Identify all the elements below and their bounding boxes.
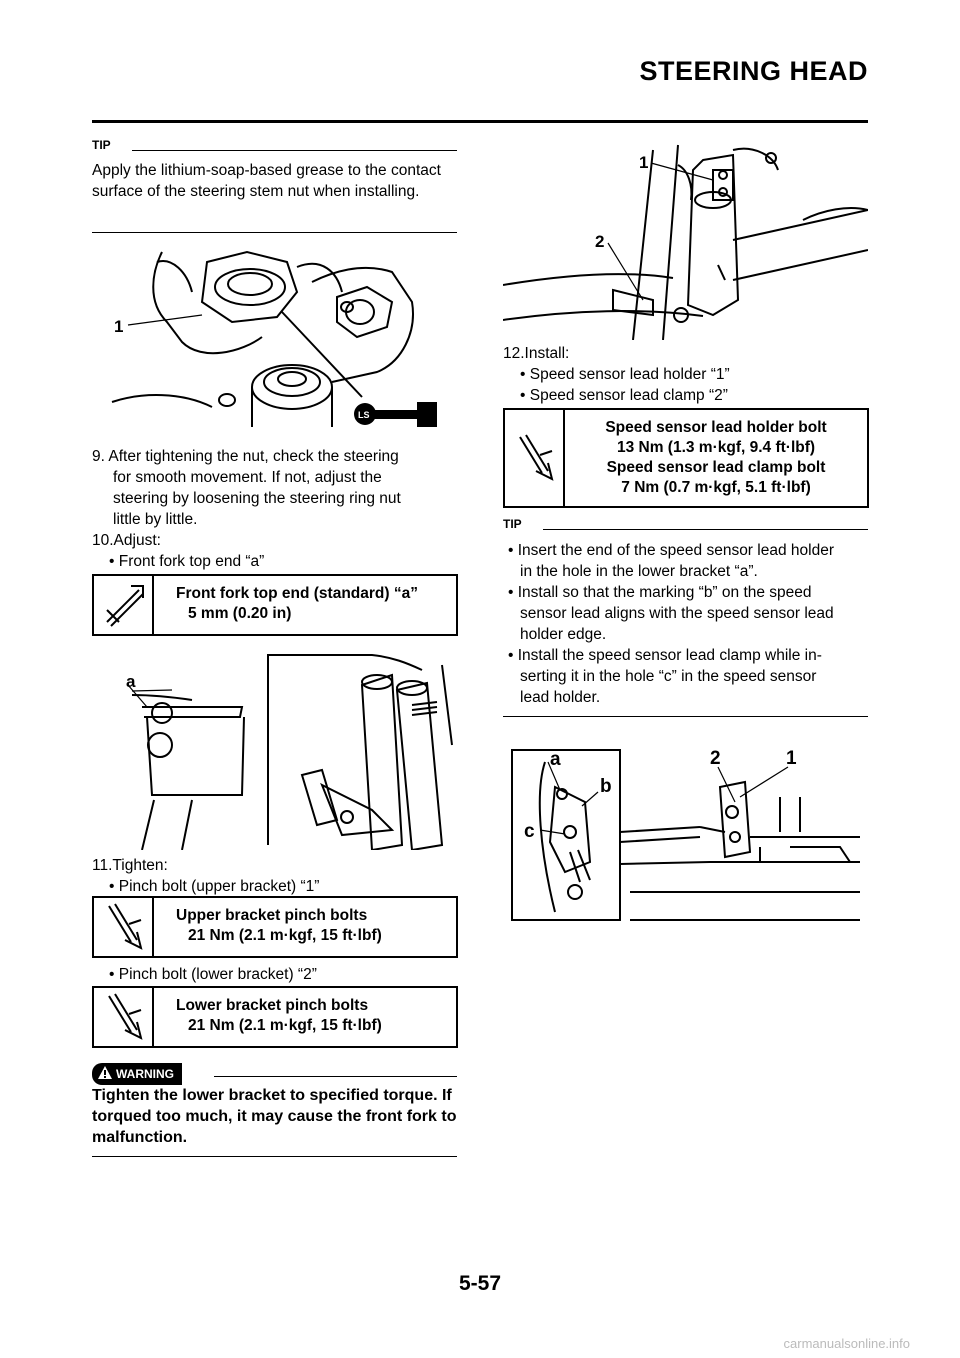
list-item: • Install so that the marking “b” on the… <box>508 584 834 643</box>
warning-rule-top <box>214 1076 457 1077</box>
tip-rule-top <box>132 150 457 151</box>
watermark: carmanualsonline.info <box>783 1336 910 1351</box>
step-9: 9. After tightening the nut, check the s… <box>92 448 401 528</box>
spec-box-upper-bracket: Upper bracket pinch bolts 21 Nm (2.1 m·k… <box>92 896 458 958</box>
caliper-icon <box>94 576 154 634</box>
step-11-bullet-2: • Pinch bolt (lower bracket) “2” <box>109 966 317 983</box>
torque-wrench-icon <box>505 410 565 506</box>
page-number: 5-57 <box>458 1272 502 1295</box>
figure-label-c: c <box>524 821 535 842</box>
header-rule <box>92 120 868 123</box>
tip-bullet-list: • Insert the end of the speed sensor lea… <box>503 540 873 708</box>
warning-badge: WARNING <box>92 1063 182 1085</box>
figure-label-2: 2 <box>595 232 604 251</box>
spec-box-lower-bracket: Lower bracket pinch bolts 21 Nm (2.1 m·k… <box>92 986 458 1048</box>
figure-label-a: a <box>126 672 136 691</box>
step-11: 11.Tighten: • Pinch bolt (upper bracket)… <box>92 857 320 895</box>
front-fork-top-figure: a <box>126 654 453 850</box>
spec-box-fork-top-end: Front fork top end (standard) “a” 5 mm (… <box>92 574 458 636</box>
tip-heading: TIP <box>92 138 111 152</box>
tip-rule-bottom <box>92 232 457 233</box>
figure-label-2: 2 <box>710 748 721 769</box>
speed-sensor-holder-figure: 1 2 <box>503 144 868 340</box>
speed-sensor-lead-detail-figure: a b c 2 1 <box>511 748 860 921</box>
figure-label-b: b <box>600 776 612 797</box>
spec-box-speed-sensor: Speed sensor lead holder bolt 13 Nm (1.3… <box>503 408 869 508</box>
steering-stem-nut-figure: 1 LS <box>111 250 437 427</box>
tip-text: Apply the lithium-soap-based grease to t… <box>92 162 441 200</box>
tip-heading: TIP <box>503 517 522 531</box>
figure-label-1: 1 <box>639 153 648 172</box>
svg-text:LS: LS <box>358 410 370 420</box>
figure-label-1: 1 <box>114 317 123 336</box>
step-12: 12.Install: • Speed sensor lead holder “… <box>503 345 730 404</box>
tip-rule-bottom <box>503 716 868 717</box>
tip-rule-top <box>543 529 868 530</box>
torque-wrench-icon <box>94 988 154 1046</box>
warning-triangle-icon <box>98 1066 112 1082</box>
figure-label-1: 1 <box>786 748 797 769</box>
grease-ls-icon: LS <box>354 402 437 427</box>
list-item: • Insert the end of the speed sensor lea… <box>508 542 834 580</box>
warning-text: Tighten the lower bracket to specified t… <box>92 1087 457 1146</box>
list-item: • Install the speed sensor lead clamp wh… <box>508 647 822 706</box>
figure-label-a: a <box>550 749 561 770</box>
page-title: STEERING HEAD <box>639 56 868 86</box>
torque-wrench-icon <box>94 898 154 956</box>
step-10: 10.Adjust: • Front fork top end “a” <box>92 532 265 570</box>
warning-rule-bottom <box>92 1156 457 1157</box>
